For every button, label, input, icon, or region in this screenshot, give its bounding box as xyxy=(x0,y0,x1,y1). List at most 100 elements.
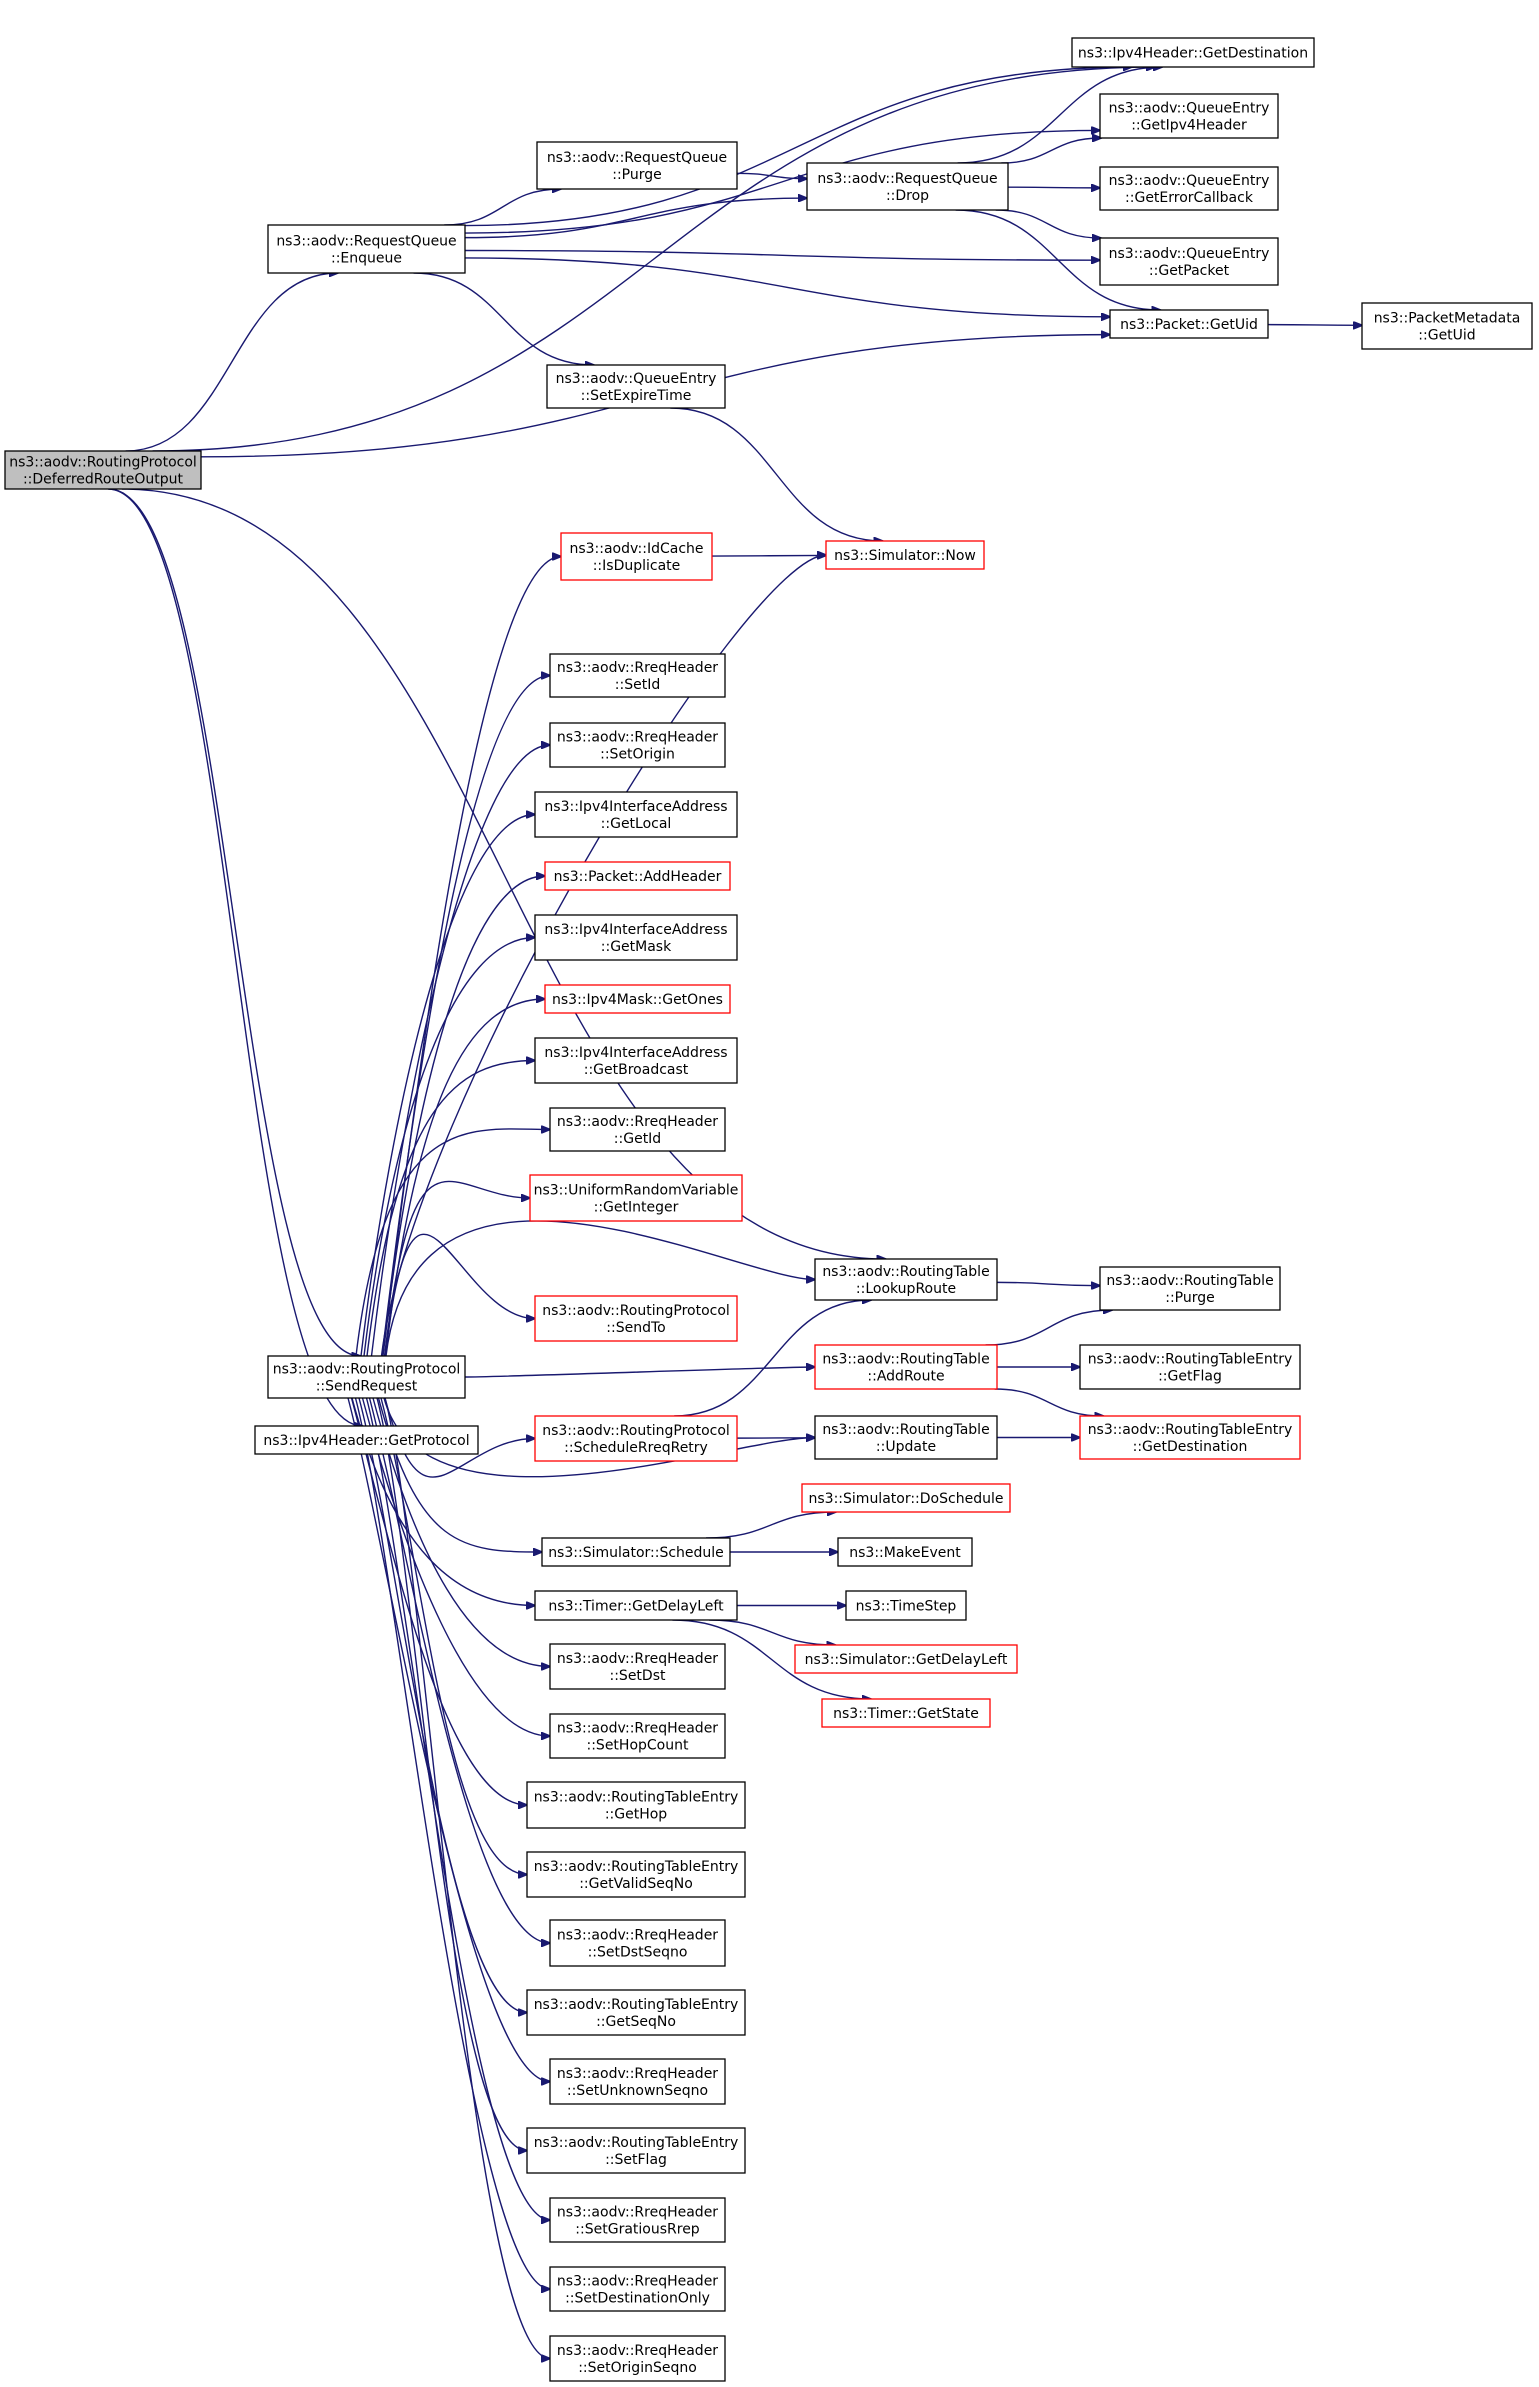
node-rreq-setdst[interactable]: ns3::aodv::RreqHeader::SetDst xyxy=(549,1643,726,1690)
node-rte-gethop[interactable]: ns3::aodv::RoutingTableEntry::GetHop xyxy=(526,1781,746,1829)
edge-timer-getdelay-to-sim-getdelay xyxy=(709,1619,835,1645)
node-rp-sendto[interactable]: ns3::aodv::RoutingProtocol::SendTo xyxy=(534,1295,738,1342)
node-rt-purge[interactable]: ns3::aodv::RoutingTable::Purge xyxy=(1099,1266,1281,1311)
node-label: ns3::aodv::RoutingTable xyxy=(1106,1273,1273,1289)
node-box xyxy=(1071,37,1315,68)
node-box xyxy=(549,722,726,768)
node-label: ::GetFlag xyxy=(1158,1369,1222,1385)
node-label: ::GetErrorCallback xyxy=(1125,190,1254,206)
node-label: ::SetOrigin xyxy=(600,747,675,763)
node-rq-drop[interactable]: ns3::aodv::RequestQueue::Drop xyxy=(806,162,1009,211)
node-iia-getlocal[interactable]: ns3::Ipv4InterfaceAddress::GetLocal xyxy=(534,791,738,838)
node-label: ns3::Ipv4Mask::GetOnes xyxy=(552,992,723,1008)
node-label: ::SetDst xyxy=(610,1668,666,1684)
node-urv-getint[interactable]: ns3::UniformRandomVariable::GetInteger xyxy=(529,1174,743,1222)
edge-rq-enqueue-to-pkt-getuid xyxy=(464,257,1110,317)
edge-rq-drop-to-qe-getpacket xyxy=(995,209,1101,238)
node-rreq-setorigseq[interactable]: ns3::aodv::RreqHeader::SetOriginSeqno xyxy=(549,2335,726,2382)
node-ipv4-getdest[interactable]: ns3::Ipv4Header::GetDestination xyxy=(1071,37,1315,68)
node-qe-setexpire[interactable]: ns3::aodv::QueueEntry::SetExpireTime xyxy=(546,364,726,409)
node-box xyxy=(534,1295,738,1342)
node-label: ns3::aodv::RreqHeader xyxy=(557,2274,718,2290)
node-label: ::DeferredRouteOutput xyxy=(23,472,184,488)
node-rreq-sethop[interactable]: ns3::aodv::RreqHeader::SetHopCount xyxy=(549,1713,726,1759)
node-root[interactable]: ns3::aodv::RoutingProtocol::DeferredRout… xyxy=(4,450,202,490)
node-rte-getseq[interactable]: ns3::aodv::RoutingTableEntry::GetSeqNo xyxy=(526,1989,746,2036)
node-label: ::SetDstSeqno xyxy=(588,1945,688,1961)
node-label: ns3::aodv::RreqHeader xyxy=(557,1928,718,1944)
node-rreq-setid[interactable]: ns3::aodv::RreqHeader::SetId xyxy=(549,653,726,698)
node-rreq-setorigin[interactable]: ns3::aodv::RreqHeader::SetOrigin xyxy=(549,722,726,768)
node-idc-isdup[interactable]: ns3::aodv::IdCache::IsDuplicate xyxy=(560,532,713,581)
node-timestep[interactable]: ns3::TimeStep xyxy=(845,1590,967,1621)
node-box xyxy=(549,2266,726,2312)
edge-rp-sendreq-to-urv-getint xyxy=(383,1180,531,1357)
node-label: ::GetSeqNo xyxy=(596,2014,676,2030)
node-label: ns3::Simulator::DoSchedule xyxy=(809,1491,1004,1507)
edge-rq-drop-to-qe-getipv4 xyxy=(1001,138,1101,164)
node-iia-getbcast[interactable]: ns3::Ipv4InterfaceAddress::GetBroadcast xyxy=(534,1037,738,1084)
node-rt-update[interactable]: ns3::aodv::RoutingTable::Update xyxy=(814,1415,998,1460)
node-iia-getmask[interactable]: ns3::Ipv4InterfaceAddress::GetMask xyxy=(534,914,738,961)
node-label: ::GetUid xyxy=(1418,328,1475,344)
node-label: ::AddRoute xyxy=(867,1369,944,1385)
node-rq-enqueue[interactable]: ns3::aodv::RequestQueue::Enqueue xyxy=(267,224,466,274)
node-box xyxy=(814,1415,998,1460)
node-rreq-setdstseq[interactable]: ns3::aodv::RreqHeader::SetDstSeqno xyxy=(549,1919,726,1967)
node-label: ns3::aodv::RequestQueue xyxy=(817,171,997,187)
edge-rt-addroute-to-rt-purge xyxy=(985,1310,1113,1346)
node-pm-getuid[interactable]: ns3::PacketMetadata::GetUid xyxy=(1361,302,1533,350)
node-box xyxy=(544,984,731,1014)
node-rp-sendreq[interactable]: ns3::aodv::RoutingProtocol::SendRequest xyxy=(267,1355,466,1399)
node-box xyxy=(821,1698,991,1728)
node-qe-geterr[interactable]: ns3::aodv::QueueEntry::GetErrorCallback xyxy=(1099,166,1279,211)
node-box xyxy=(544,861,731,891)
node-label: ns3::MakeEvent xyxy=(849,1545,961,1561)
node-rte-getvalid[interactable]: ns3::aodv::RoutingTableEntry::GetValidSe… xyxy=(526,1851,746,1898)
node-box xyxy=(1099,237,1279,286)
node-rt-addroute[interactable]: ns3::aodv::RoutingTable::AddRoute xyxy=(814,1344,998,1390)
edge-rp-sendreq-to-iia-getmask xyxy=(363,938,535,1357)
node-box xyxy=(1079,1415,1301,1460)
node-rte-getflag[interactable]: ns3::aodv::RoutingTableEntry::GetFlag xyxy=(1079,1344,1301,1390)
node-mask-getones[interactable]: ns3::Ipv4Mask::GetOnes xyxy=(544,984,731,1014)
node-rte-setflag[interactable]: ns3::aodv::RoutingTableEntry::SetFlag xyxy=(526,2127,746,2174)
node-makeevent[interactable]: ns3::MakeEvent xyxy=(837,1537,973,1567)
node-rq-purge[interactable]: ns3::aodv::RequestQueue::Purge xyxy=(536,141,738,190)
node-pkt-getuid[interactable]: ns3::Packet::GetUid xyxy=(1109,309,1269,339)
node-box xyxy=(806,162,1009,211)
edge-rp-sendreq-to-rp-sendto xyxy=(384,1233,535,1357)
node-sim-now[interactable]: ns3::Simulator::Now xyxy=(825,540,985,570)
edge-rt-lookup-to-rt-purge xyxy=(996,1282,1100,1285)
node-rreq-setunk[interactable]: ns3::aodv::RreqHeader::SetUnknownSeqno xyxy=(549,2058,726,2105)
node-label: ns3::aodv::RreqHeader xyxy=(557,2205,718,2221)
node-timer-getstate[interactable]: ns3::Timer::GetState xyxy=(821,1698,991,1728)
node-ipv4-getproto[interactable]: ns3::Ipv4Header::GetProtocol xyxy=(254,1425,479,1455)
node-label: ::SetHopCount xyxy=(587,1738,689,1754)
node-label: ::Drop xyxy=(886,188,929,204)
edge-rq-purge-to-rq-drop xyxy=(736,172,807,178)
node-rreq-setgrat[interactable]: ns3::aodv::RreqHeader::SetGratiousRrep xyxy=(549,2197,726,2243)
node-sim-dosched[interactable]: ns3::Simulator::DoSchedule xyxy=(801,1483,1011,1513)
edge-rp-schedretry-to-rt-lookup xyxy=(674,1300,871,1417)
node-rreq-setdestonly[interactable]: ns3::aodv::RreqHeader::SetDestinationOnl… xyxy=(549,2266,726,2312)
node-rreq-getid[interactable]: ns3::aodv::RreqHeader::GetId xyxy=(549,1107,726,1152)
node-pkt-addheader[interactable]: ns3::Packet::AddHeader xyxy=(544,861,731,891)
node-rp-schedretry[interactable]: ns3::aodv::RoutingProtocol::ScheduleRreq… xyxy=(534,1415,738,1462)
node-sim-getdelay[interactable]: ns3::Simulator::GetDelayLeft xyxy=(794,1644,1018,1674)
node-box xyxy=(794,1644,1018,1674)
node-label: ns3::aodv::RoutingTable xyxy=(822,1352,989,1368)
node-label: ns3::aodv::RequestQueue xyxy=(276,234,456,250)
node-label: ns3::aodv::IdCache xyxy=(569,541,703,557)
node-rte-getdest[interactable]: ns3::aodv::RoutingTableEntry::GetDestina… xyxy=(1079,1415,1301,1460)
node-qe-getipv4[interactable]: ns3::aodv::QueueEntry::GetIpv4Header xyxy=(1099,93,1279,139)
node-label: ns3::aodv::QueueEntry xyxy=(1109,173,1270,189)
node-label: ::Enqueue xyxy=(331,251,402,267)
node-sim-schedule[interactable]: ns3::Simulator::Schedule xyxy=(541,1537,731,1567)
node-qe-getpacket[interactable]: ns3::aodv::QueueEntry::GetPacket xyxy=(1099,237,1279,286)
node-timer-getdelay[interactable]: ns3::Timer::GetDelayLeft xyxy=(534,1590,738,1621)
node-box xyxy=(529,1174,743,1222)
node-rt-lookup[interactable]: ns3::aodv::RoutingTable::LookupRoute xyxy=(814,1258,998,1301)
node-label: ns3::aodv::RreqHeader xyxy=(557,1721,718,1737)
node-box xyxy=(1099,1266,1281,1311)
